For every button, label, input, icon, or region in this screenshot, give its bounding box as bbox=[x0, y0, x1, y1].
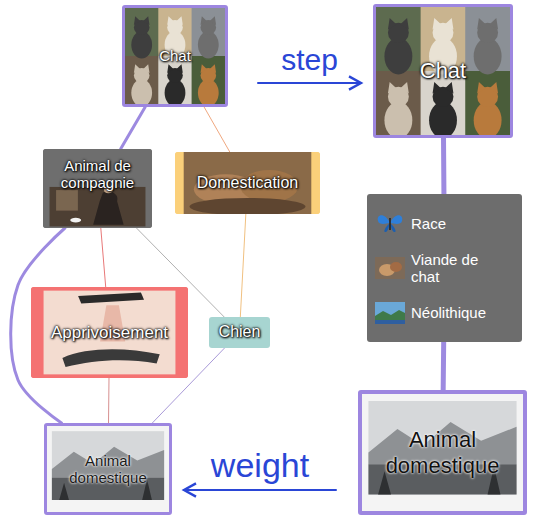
connector bbox=[441, 138, 446, 194]
node-label: Chien bbox=[219, 323, 261, 341]
concept-box: Animal de compagnie bbox=[43, 149, 152, 228]
text-row: Animal domestique bbox=[51, 452, 165, 487]
connector bbox=[204, 107, 230, 152]
connector bbox=[184, 489, 336, 491]
node-label: Néolithique bbox=[411, 304, 486, 321]
concept-box: Chat bbox=[122, 5, 228, 107]
text-row: Chat bbox=[159, 47, 191, 64]
focus-box: Chat bbox=[373, 4, 513, 138]
connector bbox=[258, 82, 361, 84]
connector bbox=[441, 342, 447, 390]
text-row: Chat bbox=[420, 58, 466, 83]
connector bbox=[240, 214, 246, 317]
node-label: Animal de compagnie bbox=[47, 157, 148, 192]
text-row: Domestication bbox=[197, 174, 298, 192]
connector bbox=[108, 378, 109, 423]
node-label: Animal domestique bbox=[51, 452, 165, 487]
concept-box: Apprivoisement bbox=[31, 287, 188, 378]
text-row: Néolithique bbox=[375, 302, 486, 324]
node-label: Race bbox=[411, 215, 446, 232]
concept-box: Domestication bbox=[175, 152, 320, 214]
node-label: Animal domestique bbox=[366, 427, 519, 478]
text-row: Animal de compagnie bbox=[47, 157, 148, 192]
topic-icon bbox=[375, 302, 405, 324]
node-label: Chat bbox=[159, 47, 191, 64]
edge-label: weight bbox=[209, 448, 311, 482]
text-row: Chien bbox=[219, 323, 261, 341]
node-label: Viande de chat bbox=[411, 251, 491, 286]
edge-label: step bbox=[279, 45, 340, 75]
text-row: Apprivoisement bbox=[51, 323, 168, 343]
text-row: Race bbox=[375, 212, 446, 234]
text-row: Viande de chat bbox=[375, 251, 491, 286]
concept-box: Chien bbox=[209, 317, 270, 348]
topic-icon bbox=[375, 257, 405, 279]
focus-box: Animal domestique bbox=[358, 390, 527, 515]
topic-icon bbox=[375, 212, 405, 234]
connector bbox=[121, 107, 146, 149]
node-label: Apprivoisement bbox=[51, 323, 168, 343]
feature-panel: RaceViande de chatNéolithique bbox=[367, 194, 522, 342]
node-label: Domestication bbox=[197, 174, 298, 192]
node-label: Chat bbox=[420, 58, 466, 83]
concept-box: Animal domestique bbox=[44, 423, 172, 515]
text-row: Animal domestique bbox=[366, 427, 519, 478]
connector bbox=[101, 228, 106, 287]
